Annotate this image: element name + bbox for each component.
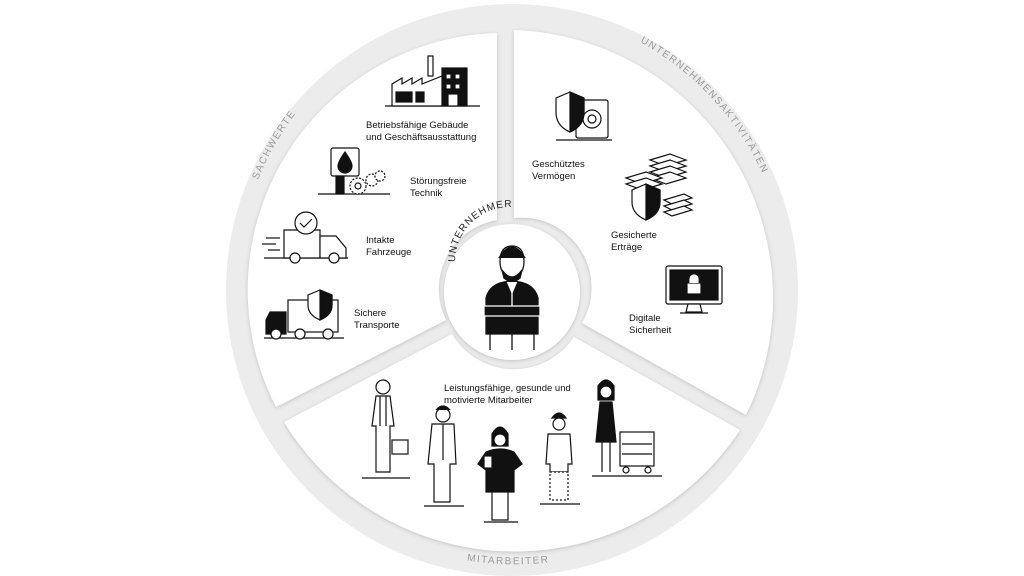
doctor-figure: [424, 405, 464, 507]
factory-icon: [385, 55, 480, 107]
gears-oil-icon: [318, 147, 390, 195]
cook-figure: [540, 412, 580, 505]
businesswoman-figure: [477, 426, 523, 523]
saleswoman-figure: [592, 379, 662, 477]
ring-label-mitarbeiter: MITARBEITER: [467, 553, 551, 568]
label-digitale-sicherheit: Digitale Sicherheit: [629, 313, 672, 336]
truck-shield-icon: [264, 289, 344, 340]
label-ertraege: Gesicherte Erträge: [611, 230, 657, 253]
monitor-lock-icon: [665, 265, 723, 314]
label-gebaeude: Betriebsfähige Gebäude und Geschäftsauss…: [366, 120, 477, 143]
entrepreneur-figure: [483, 245, 541, 350]
van-check-icon: [262, 211, 348, 264]
safe-shield-icon: [555, 91, 612, 141]
craftsman-figure: [362, 379, 410, 479]
label-vermoegen: Geschütztes Vermögen: [532, 159, 585, 182]
label-mitarbeiter: Leistungsfähige, gesunde und motivierte …: [444, 383, 571, 406]
segment-mitarbeiter: [284, 334, 740, 552]
money-shield-icon: [624, 153, 694, 221]
label-transporte: Sichere Transporte: [354, 308, 400, 331]
label-technik: Störungsfreie Technik: [410, 176, 467, 199]
label-fahrzeuge: Intakte Fahrzeuge: [366, 235, 412, 258]
